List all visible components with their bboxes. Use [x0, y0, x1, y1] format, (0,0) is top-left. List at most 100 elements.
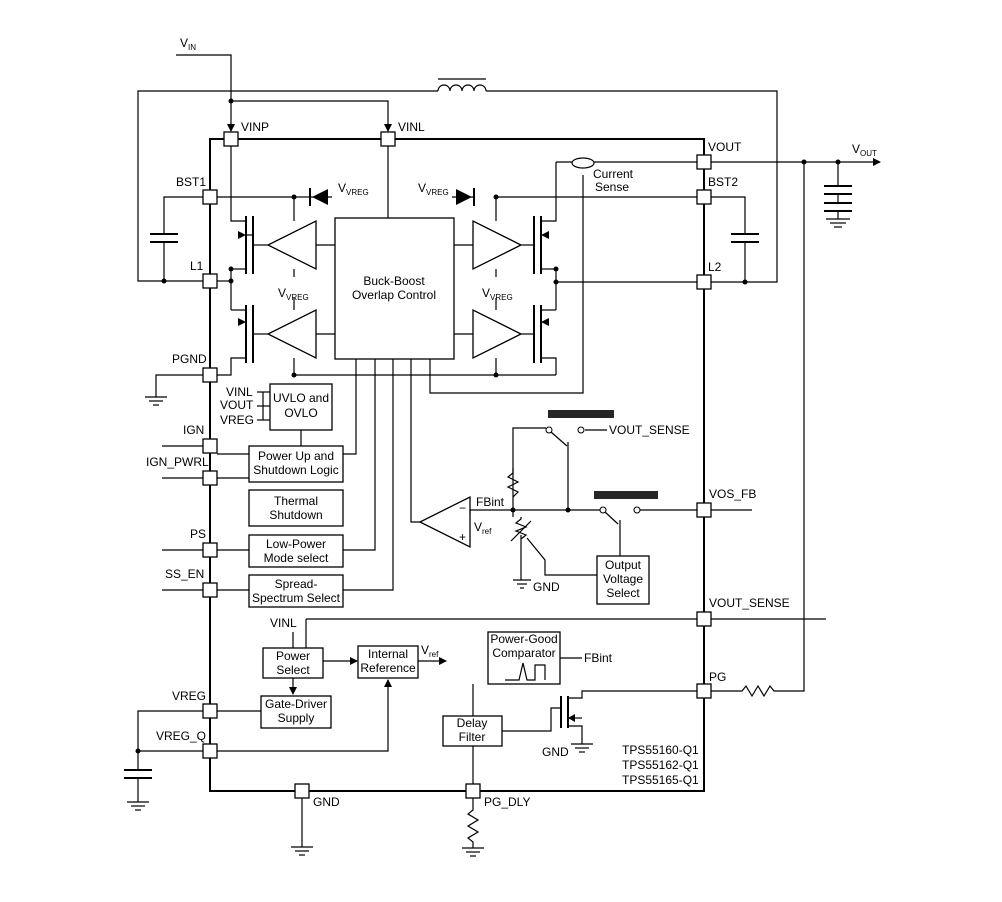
high-side-fet-right	[533, 216, 549, 274]
pin-vreg-q	[202, 743, 218, 759]
thermal-label-2: Shutdown	[269, 508, 322, 522]
label-l2: L2	[708, 260, 722, 274]
amp-minus: −	[459, 501, 466, 515]
label-pg-dly: PG_DLY	[484, 795, 530, 809]
low-side-fet-right	[533, 305, 549, 363]
pin-ign-pwrl	[202, 470, 218, 486]
uvlo-label-2: OVLO	[284, 406, 317, 420]
label-vout: VOUT	[708, 140, 742, 154]
amp-plus: +	[459, 530, 466, 544]
bootstrap-diode-left	[309, 188, 332, 206]
vout-output-wire	[711, 158, 881, 692]
power-good-comparator-block	[487, 631, 561, 685]
power-select-label-1: Power	[276, 649, 310, 663]
pin-bst2	[696, 189, 712, 205]
vvreg-label-3: VVREG	[278, 286, 309, 302]
uvlo-vout-label: VOUT	[220, 398, 254, 412]
power-stage-wiring	[217, 138, 697, 394]
power-select-vinl-label: VINL	[270, 616, 297, 630]
delay-filter-block	[442, 715, 503, 747]
power-select-block	[262, 647, 324, 679]
pin-l1	[202, 273, 218, 289]
delay-to-pg-fet-wire	[502, 707, 561, 732]
power-up-label-1: Power Up and	[258, 449, 334, 463]
internal-ref-label-1: Internal	[368, 647, 408, 661]
label-l1: L1	[190, 259, 204, 273]
pin-pg-dly	[465, 783, 481, 799]
label-vinp: VINP	[241, 120, 269, 134]
part-number-2: TPS55162-Q1	[622, 758, 699, 772]
label-vinl: VINL	[398, 120, 425, 134]
label-ign-pwrl: IGN_PWRL	[146, 455, 209, 469]
internal-ref-label-2: Reference	[360, 661, 416, 675]
pin-vinl	[380, 131, 396, 147]
label-ign: IGN	[183, 423, 204, 437]
pin-squares	[202, 131, 712, 799]
vref-label-ref: Vref	[421, 643, 439, 659]
delay-label-2: Filter	[459, 730, 486, 744]
low-power-mode-block	[248, 534, 344, 568]
label-vout-sense: VOUT_SENSE	[709, 596, 790, 610]
vref-label-amp: Vref	[474, 520, 492, 536]
low-power-label-1: Low-Power	[266, 537, 326, 551]
buck-boost-label-2: Overlap Control	[352, 288, 436, 302]
fbint-pg-label: FBint	[584, 651, 613, 665]
power-up-block	[248, 445, 344, 483]
label-vreg: VREG	[172, 689, 206, 703]
label-pgnd: PGND	[172, 352, 207, 366]
spread-label-2: Spectrum Select	[252, 591, 341, 605]
label-vos-fb: VOS_FB	[709, 487, 756, 501]
power-select-label-2: Select	[276, 663, 310, 677]
current-sense-element	[571, 157, 595, 169]
vvreg-label-4: VVREG	[482, 286, 513, 302]
pgnd-ground	[145, 374, 203, 406]
gnd-pin-ground	[291, 798, 313, 856]
pin-vout-sense	[696, 611, 712, 627]
gate-driver-hs-left	[266, 219, 317, 271]
vout-ext-label: VOUT	[852, 142, 877, 158]
pg-open-drain-fet	[560, 690, 697, 753]
pgc-waveform-icon	[505, 662, 546, 681]
pin-vos-fb	[696, 502, 712, 518]
feedback-resistor-top	[506, 468, 520, 498]
inductor	[137, 78, 778, 283]
vin-supply-wire	[176, 54, 392, 132]
pin-l2	[696, 274, 712, 290]
vreg-capacitor	[124, 710, 203, 811]
pg-dly-resistor	[462, 798, 484, 857]
pg-pullup-resistor	[711, 684, 776, 698]
ovs-label-2: Voltage	[603, 572, 643, 586]
buck-boost-label-1: Buck-Boost	[363, 274, 425, 288]
pin-vout	[696, 154, 712, 170]
low-side-fet-left	[238, 305, 254, 363]
pin-pg	[696, 683, 712, 699]
bst1-capacitor	[150, 196, 203, 284]
switch-vos-fb	[594, 491, 658, 526]
gds-label-1: Gate-Driver	[265, 697, 327, 711]
pin-vinp	[223, 131, 239, 147]
error-amplifier	[418, 495, 471, 549]
label-vreg-q: VREG_Q	[156, 729, 206, 743]
fbint-label: FBint	[476, 495, 505, 509]
ovs-label-1: Output	[605, 558, 642, 572]
gate-driver-ls-left	[266, 308, 317, 360]
part-number-1: TPS55160-Q1	[622, 743, 699, 757]
label-ss-en: SS_EN	[165, 567, 204, 581]
vin-label: VIN	[180, 36, 196, 52]
vvreg-label-1: VVREG	[338, 181, 369, 197]
feedback-wiring	[469, 427, 697, 589]
control-bus	[343, 359, 421, 591]
gnd-fb-label: GND	[533, 580, 560, 594]
pgc-label-1: Power-Good	[490, 632, 557, 646]
uvlo-inputs	[257, 391, 302, 446]
uvlo-vinl-label: VINL	[226, 385, 253, 399]
label-bst1: BST1	[176, 175, 206, 189]
buck-boost-control-block	[334, 217, 455, 360]
pin-vreg	[202, 703, 218, 719]
pgc-label-2: Comparator	[492, 646, 555, 660]
pin-ps	[202, 542, 218, 558]
part-number-3: TPS55165-Q1	[622, 773, 699, 787]
uvlo-label-1: UVLO and	[273, 391, 329, 405]
